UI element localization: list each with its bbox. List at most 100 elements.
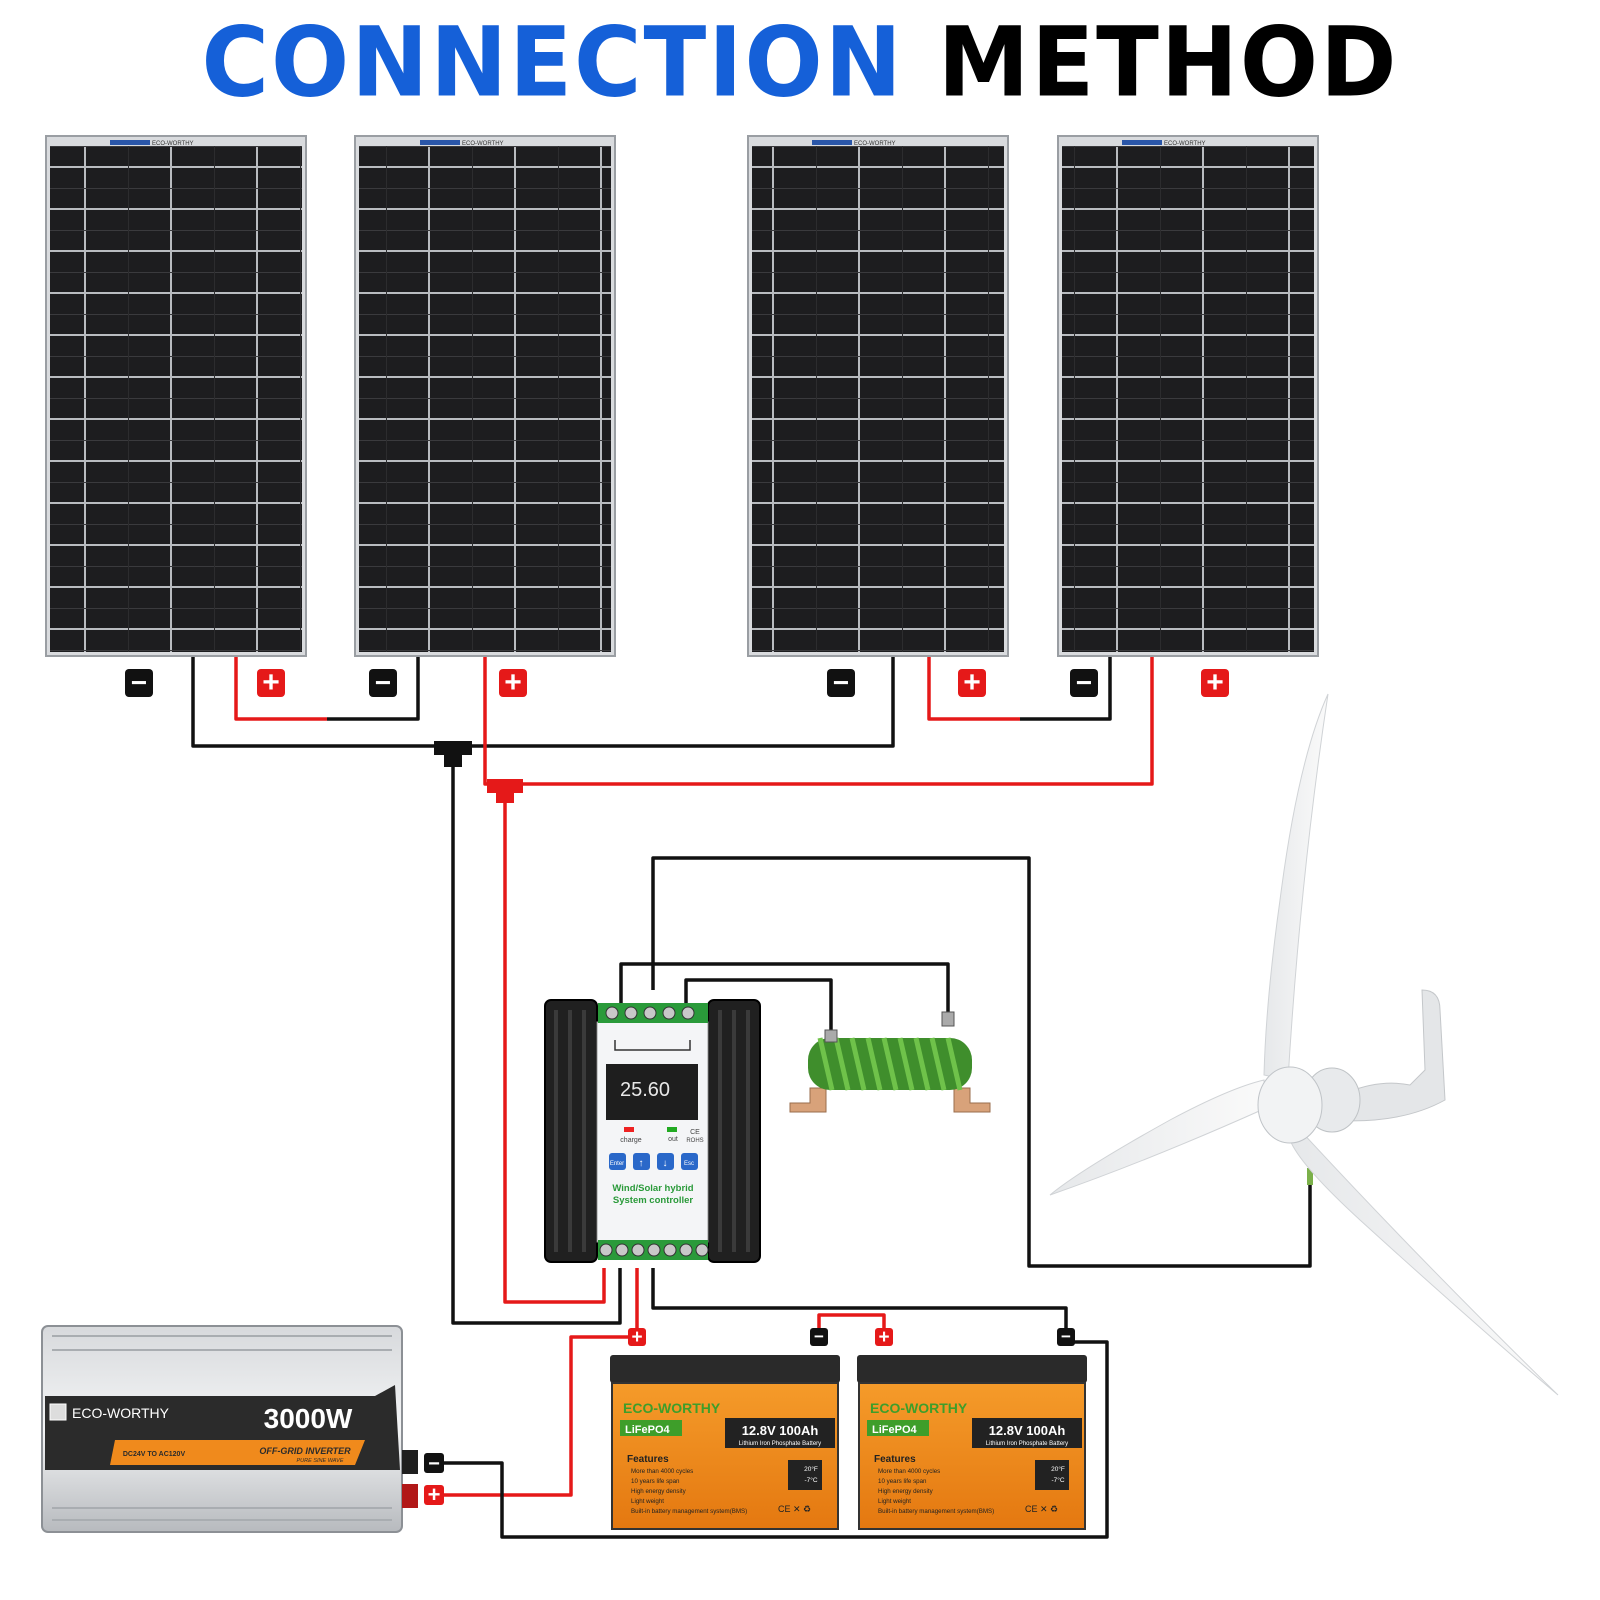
led-charge-label: charge (620, 1137, 642, 1144)
panel-2-positive-badge: + (499, 666, 527, 699)
battery-1-negative-badge: − (810, 1327, 828, 1346)
controller-title-line-2: System controller (613, 1195, 694, 1206)
battery-feature-4: Light weight (631, 1498, 664, 1505)
battery-feature-2: 10 years life span (878, 1478, 927, 1485)
battery-chemistry: LiFePO4 (625, 1424, 671, 1436)
battery-temp-low: -7°C (1051, 1476, 1064, 1484)
battery-chemistry: LiFePO4 (872, 1424, 918, 1436)
battery-feature-5: Built-in battery management system(BMS) (878, 1508, 994, 1515)
battery-temp-low: -7°C (804, 1476, 817, 1484)
battery-subtitle: Lithium Iron Phosphate Battery (739, 1441, 821, 1447)
battery-features-title: Features (627, 1454, 669, 1465)
battery-feature-1: More than 4000 cycles (878, 1468, 940, 1475)
battery-feature-2: 10 years life span (631, 1478, 680, 1485)
negative-branch-connector (434, 741, 472, 755)
panel-4-negative-badge: − (1070, 667, 1098, 698)
svg-text:+: + (262, 666, 280, 699)
controller-up-button[interactable] (633, 1153, 650, 1170)
battery-feature-5: Built-in battery management system(BMS) (631, 1508, 747, 1515)
panel-1-negative-badge: − (125, 667, 153, 698)
positive-branch-connector (487, 779, 523, 793)
inverter-negative-badge: − (424, 1453, 444, 1475)
inverter-brand: ECO-WORTHY (72, 1405, 170, 1421)
panel-brand-label: ECO-WORTHY (152, 141, 194, 147)
controller-down-button[interactable] (657, 1153, 674, 1170)
battery-brand: ECO-WORTHY (623, 1400, 721, 1416)
battery-feature-3: High energy density (631, 1488, 687, 1495)
panel-3-negative-badge: − (827, 667, 855, 698)
controller-lcd (606, 1064, 698, 1120)
controller-display-value: 25.60 (620, 1079, 670, 1101)
hybrid-charge-controller: 25.60 charge out CE ROHS Enter ↑ ↓ Esc W… (544, 999, 761, 1263)
battery-1: ECO-WORTHY LiFePO4 12.8V 100Ah Lithium I… (610, 1355, 840, 1530)
battery-feature-1: More than 4000 cycles (631, 1468, 693, 1475)
inverter-spec: DC24V TO AC120V (123, 1451, 186, 1458)
enter-button-label: Enter (610, 1161, 624, 1167)
battery-feature-4: Light weight (878, 1498, 911, 1505)
positive-branch-stub (496, 793, 514, 803)
svg-text:−: − (131, 667, 147, 698)
wind-turbine (1049, 693, 1559, 1396)
battery-subtitle: Lithium Iron Phosphate Battery (986, 1441, 1068, 1447)
battery-temp-high: 20°F (1051, 1465, 1065, 1473)
battery-features-title: Features (874, 1454, 916, 1465)
battery-2: ECO-WORTHY LiFePO4 12.8V 100Ah Lithium I… (857, 1355, 1087, 1530)
svg-text:−: − (1061, 1327, 1071, 1346)
dump-load-resistor (789, 1011, 991, 1113)
inverter-type: OFF-GRID INVERTER (259, 1446, 351, 1456)
wiring (191, 657, 1312, 1539)
svg-text:+: + (1206, 666, 1224, 699)
panel-brand-label: ECO-WORTHY (462, 141, 504, 147)
solar-panel-1: ECO-WORTHY (45, 135, 307, 657)
svg-text:−: − (814, 1327, 824, 1346)
svg-text:+: + (878, 1327, 889, 1348)
ce-mark: CE (690, 1129, 700, 1136)
svg-text:−: − (833, 667, 849, 698)
battery-1-positive-badge: + (628, 1327, 646, 1348)
panel-brand-label: ECO-WORTHY (854, 141, 896, 147)
thermometer-icon (1035, 1460, 1069, 1490)
battery-2-negative-badge: − (1057, 1327, 1075, 1346)
thermometer-icon (788, 1460, 822, 1490)
battery-rating: 12.8V 100Ah (989, 1423, 1066, 1438)
inverter-subtype: PURE SINE WAVE (297, 1458, 344, 1464)
solar-panel-3: ECO-WORTHY (747, 135, 1009, 657)
svg-text:+: + (428, 1482, 441, 1507)
svg-text:−: − (375, 667, 391, 698)
up-button-label: ↑ (639, 1158, 644, 1169)
svg-text:+: + (504, 666, 522, 699)
power-inverter: ECO-WORTHY 3000W DC24V TO AC120V OFF-GRI… (41, 1325, 418, 1533)
controller-title-line-1: Wind/Solar hybrid (612, 1183, 693, 1194)
inverter-power-rating: 3000W (264, 1403, 353, 1434)
negative-branch-stub (444, 755, 462, 767)
panel-3-positive-badge: + (958, 666, 986, 699)
title-part-2: METHOD (937, 6, 1399, 119)
down-button-label: ↓ (663, 1158, 668, 1169)
battery-2-positive-badge: + (875, 1327, 893, 1348)
svg-text:+: + (963, 666, 981, 699)
controller-enter-button[interactable] (609, 1153, 626, 1170)
rohs-mark: ROHS (686, 1138, 703, 1144)
solar-panel-4: ECO-WORTHY (1057, 135, 1319, 657)
battery-rating: 12.8V 100Ah (742, 1423, 819, 1438)
battery-brand: ECO-WORTHY (870, 1400, 968, 1416)
battery-certification-marks: CE ✕ ♻ (1025, 1504, 1058, 1514)
battery-feature-3: High energy density (878, 1488, 934, 1495)
inverter-positive-badge: + (424, 1482, 444, 1507)
panel-brand-label: ECO-WORTHY (1164, 141, 1206, 147)
controller-esc-button[interactable] (681, 1153, 698, 1170)
battery-certification-marks: CE ✕ ♻ (778, 1504, 811, 1514)
page-title: CONNECTION METHOD (0, 5, 1600, 121)
battery-temp-high: 20°F (804, 1465, 818, 1473)
panel-4-positive-badge: + (1201, 666, 1229, 699)
panel-2-negative-badge: − (369, 667, 397, 698)
solar-panel-2: ECO-WORTHY (354, 135, 616, 657)
svg-text:−: − (1076, 667, 1092, 698)
esc-button-label: Esc (684, 1161, 694, 1167)
title-part-1: CONNECTION (201, 6, 904, 119)
svg-text:−: − (428, 1453, 440, 1475)
svg-text:+: + (631, 1327, 642, 1348)
led-out-label: out (668, 1136, 678, 1143)
panel-1-positive-badge: + (257, 666, 285, 699)
